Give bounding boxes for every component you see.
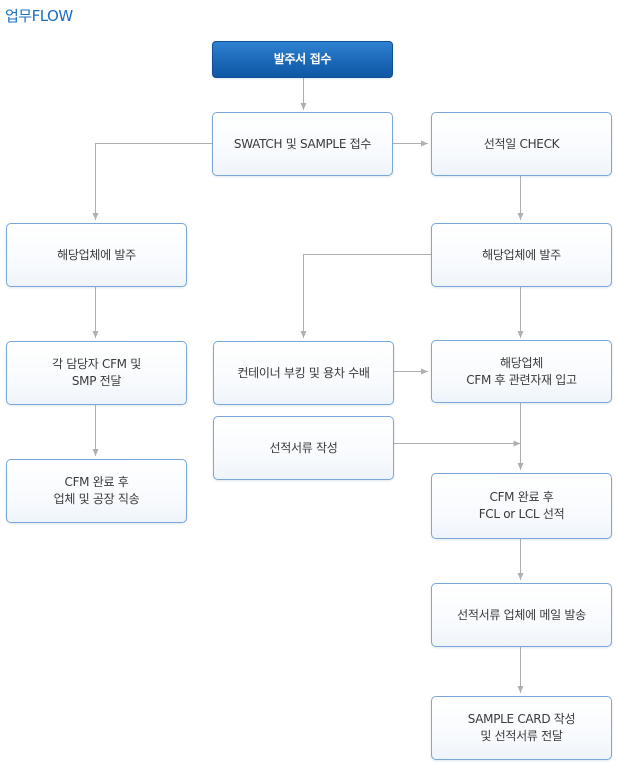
node-shipdate: 선적일 CHECK [431, 112, 612, 176]
page-title: 업무FLOW [5, 7, 73, 25]
node-sample-card-line-2: 및 선적서류 전달 [480, 729, 563, 743]
node-cfm-deliver: 각 담당자 CFM 및 SMP 전달 [6, 341, 187, 405]
node-container-label: 컨테이너 부킹 및 용차 수배 [237, 365, 370, 380]
node-sample-card: SAMPLE CARD 작성 및 선적서류 전달 [431, 696, 612, 760]
node-cfm-done-right-line-1: CFM 완료 후 [489, 490, 554, 504]
node-material-in-line-2: CFM 후 관련자재 입고 [466, 372, 577, 387]
node-swatch: SWATCH 및 SAMPLE 접수 [212, 112, 393, 176]
node-order-right: 해당업체에 발주 [431, 223, 612, 287]
node-cfm-done-left: CFM 완료 후 업체 및 공장 직송 [6, 459, 187, 523]
node-start-label: 발주서 접수 [273, 52, 332, 66]
node-cfm-done-left-line-1: CFM 완료 후 [64, 475, 129, 489]
node-cfm-done-right: CFM 완료 후 FCL or LCL 선적 [431, 473, 612, 539]
node-swatch-label: SWATCH 및 SAMPLE 접수 [233, 136, 372, 151]
node-material-in-line-1: 해당업체 [500, 355, 543, 370]
node-material-in: 해당업체 CFM 후 관련자재 입고 [431, 340, 612, 403]
node-cfm-deliver-line-2: SMP 전달 [71, 374, 122, 388]
connector-swatch-to-order-left [92, 143, 212, 220]
node-ship-docs: 선적서류 작성 [213, 416, 394, 480]
node-shipdate-label: 선적일 CHECK [483, 136, 560, 151]
node-sample-card-line-1: SAMPLE CARD 작성 [467, 712, 576, 726]
node-order-left: 해당업체에 발주 [6, 223, 187, 287]
node-cfm-deliver-line-1: 각 담당자 CFM 및 [52, 357, 141, 371]
node-container: 컨테이너 부킹 및 용차 수배 [213, 341, 394, 405]
node-order-left-label: 해당업체에 발주 [57, 247, 136, 262]
node-ship-docs-label: 선적서류 작성 [269, 440, 338, 455]
node-order-right-label: 해당업체에 발주 [482, 247, 561, 262]
node-email-docs: 선적서류 업체에 메일 발송 [431, 583, 612, 647]
node-start: 발주서 접수 [212, 41, 393, 78]
node-cfm-done-right-line-2: FCL or LCL 선적 [478, 507, 565, 521]
node-cfm-done-left-line-2: 업체 및 공장 직송 [53, 492, 140, 506]
connector-order-right-to-container [300, 254, 431, 338]
node-email-docs-label: 선적서류 업체에 메일 발송 [457, 607, 586, 622]
